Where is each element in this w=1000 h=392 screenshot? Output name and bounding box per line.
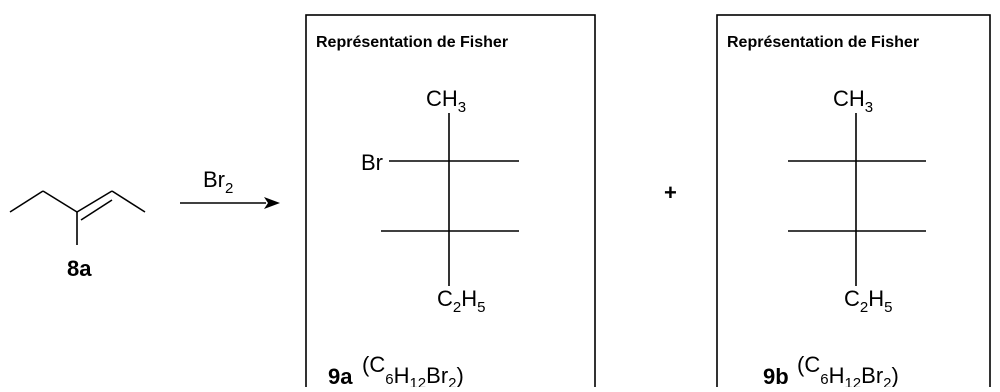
bond: [42, 190, 78, 213]
reactant-label: 8a: [67, 256, 92, 281]
panel-a-bottom-group: C2H5: [437, 286, 485, 316]
arrow-head-icon: [264, 197, 280, 209]
panel-b-bottom-group: C2H5: [844, 286, 892, 316]
reagent-label: Br2: [203, 167, 233, 197]
bond: [9, 190, 44, 213]
panel-a-top-group: CH3: [426, 86, 466, 116]
fisher-panel-b: [716, 14, 991, 392]
panel-a-label: 9a: [328, 364, 353, 387]
panel-b-title: Représentation de Fisher: [727, 34, 919, 51]
double-bond-outer: [76, 190, 113, 213]
plus-sign: +: [664, 180, 677, 205]
panel-b-top-group: CH3: [833, 86, 873, 116]
reaction-arrow: [180, 197, 280, 209]
bond: [111, 190, 146, 213]
panel-a-left-substituent: Br: [361, 150, 383, 175]
panel-b-fisher-lines: [788, 113, 926, 286]
panel-b-label: 9b: [763, 364, 789, 387]
panel-a-title: Représentation de Fisher: [316, 34, 508, 51]
fisher-panel-a: [305, 14, 596, 392]
reactant-8a-structure: [9, 190, 146, 245]
double-bond-inner: [80, 199, 113, 221]
panel-b-formula: (C6H12Br2): [797, 352, 899, 387]
panel-a-fisher-lines: [381, 113, 519, 286]
panel-a-formula: (C6H12Br2): [362, 352, 464, 387]
